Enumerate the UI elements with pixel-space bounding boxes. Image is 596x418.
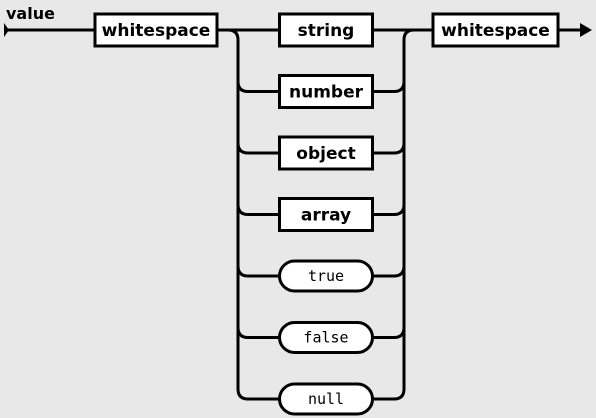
choice-array: array: [278, 197, 374, 232]
branch-out-curve: [371, 80, 406, 93]
branch-in-curve: [236, 141, 281, 155]
nonterminal-label: string: [298, 21, 355, 41]
right-rail: [402, 28, 416, 391]
choice-number: number: [278, 74, 374, 109]
end-arrow-icon: [580, 23, 592, 37]
nonterminal-label: object: [296, 144, 355, 164]
nonterminal-box: [278, 135, 374, 171]
track-lines: [4, 23, 592, 401]
branch-in-curve: [236, 387, 281, 401]
terminal-label: null: [308, 390, 344, 408]
branch-in-curve: [236, 203, 281, 216]
terminal-pill: [278, 321, 374, 354]
trailing-whitespace: whitespace: [431, 12, 560, 48]
terminal-pill: [278, 259, 374, 293]
terminal-label: true: [308, 267, 344, 285]
leading-whitespace: whitespace: [93, 12, 219, 48]
nonterminal-label: whitespace: [441, 21, 550, 41]
nonterminal-label: array: [301, 206, 351, 226]
branch-out-curve: [371, 264, 406, 278]
left-rail: [226, 28, 240, 391]
branch-out-curve: [371, 203, 406, 216]
terminal-label: false: [303, 329, 348, 347]
nonterminal-box: [93, 12, 219, 48]
nonterminal-box: [278, 74, 374, 109]
branch-in-curve: [236, 264, 281, 278]
choice-string: string: [278, 12, 374, 48]
nonterminal-box: [278, 197, 374, 232]
branch-out-curve: [371, 141, 406, 155]
nonterminal-box: [278, 12, 374, 48]
nonterminal-label: number: [289, 83, 364, 103]
choice-true: true: [278, 259, 374, 293]
choice-false: false: [278, 321, 374, 354]
nonterminal-label: whitespace: [102, 21, 211, 41]
branch-out-curve: [371, 326, 406, 339]
choice-object: object: [278, 135, 374, 171]
diagram-nodes: string number object array true false null whit…: [93, 12, 560, 416]
nonterminal-box: [431, 12, 560, 48]
branch-out-curve: [371, 387, 406, 401]
diagram-title: value: [6, 4, 55, 23]
branch-in-curve: [236, 80, 281, 93]
choice-null: null: [278, 382, 374, 416]
terminal-pill: [278, 382, 374, 416]
branch-in-curve: [236, 326, 281, 339]
